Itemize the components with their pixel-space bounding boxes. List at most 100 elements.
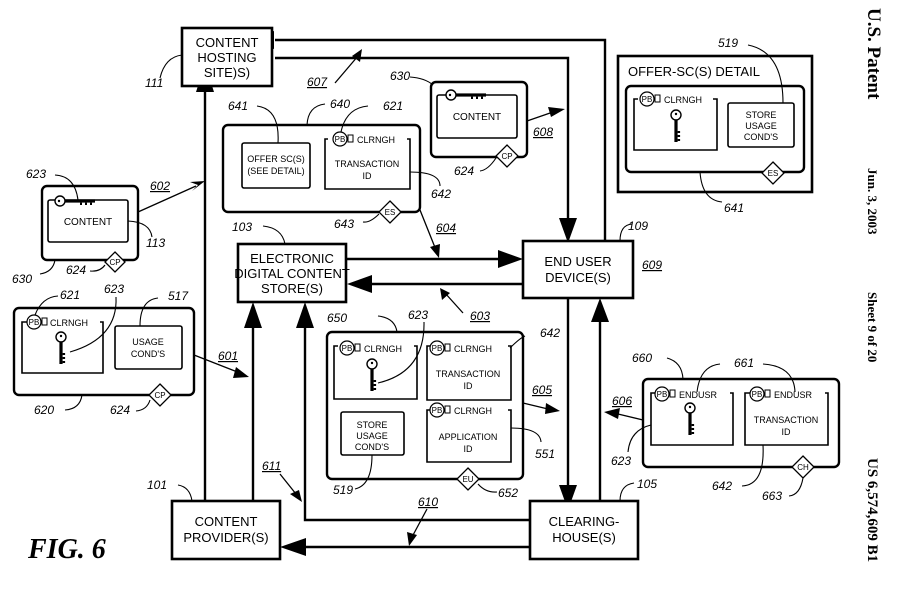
ref-663: 663 xyxy=(762,489,782,503)
leader-line xyxy=(127,220,153,238)
arrowhead xyxy=(591,298,609,322)
content-label: CONTENT xyxy=(453,112,501,123)
arrowhead xyxy=(559,485,577,510)
badge-label: CP xyxy=(154,391,165,400)
patent-label: U.S. Patent xyxy=(863,8,884,100)
arrowhead xyxy=(290,490,302,502)
ref-642: 642 xyxy=(540,326,560,340)
offer-label: (SEE DETAIL) xyxy=(247,166,304,176)
ref-620: 620 xyxy=(34,403,54,417)
ref-551: 551 xyxy=(535,447,555,461)
arrowhead xyxy=(244,302,262,328)
ref-624: 624 xyxy=(110,403,130,417)
ref-621: 621 xyxy=(383,99,403,113)
leader-line xyxy=(666,357,684,380)
end-user-container: PB CLRNGH PB CLRNGH TRANSACTION ID STORE… xyxy=(325,330,525,491)
ref-519: 519 xyxy=(718,36,738,50)
node-label: END USER xyxy=(544,254,611,269)
leader-line xyxy=(409,171,441,187)
eu-badge xyxy=(456,467,480,491)
node-label: DIGITAL CONTENT xyxy=(234,266,350,281)
ref-642: 642 xyxy=(431,187,451,201)
arrowhead xyxy=(280,538,306,556)
ref-630: 630 xyxy=(12,272,32,286)
pb-label: PB xyxy=(657,390,668,399)
node-label: DEVICE(S) xyxy=(545,270,611,285)
pb-seal-icon xyxy=(339,340,355,356)
ref-608: 608 xyxy=(533,125,553,139)
flow-ch-to-store xyxy=(303,325,530,522)
ref-623: 623 xyxy=(408,308,428,322)
pb-label: PB xyxy=(335,135,346,144)
leader-line xyxy=(747,44,784,104)
leader-line xyxy=(354,454,373,490)
cp-badge xyxy=(148,383,172,407)
leader-line xyxy=(377,315,398,333)
leader-line xyxy=(135,399,151,412)
figure-label: FIG. 6 xyxy=(27,534,106,565)
ref-606: 606 xyxy=(612,394,632,408)
ref-630: 630 xyxy=(390,69,410,83)
content-container-left: CONTENT CP xyxy=(40,184,140,273)
arrowhead xyxy=(545,403,560,414)
application-label: ID xyxy=(464,444,474,454)
es-badge xyxy=(761,161,785,185)
store-usage-label: COND'S xyxy=(355,442,389,452)
pb-label: PB xyxy=(432,406,443,415)
badge-label: CP xyxy=(109,258,120,267)
flow-603 xyxy=(444,292,464,314)
node-label: CLEARING- xyxy=(549,514,620,529)
node-label: CONTENT xyxy=(196,35,259,50)
leader-line xyxy=(619,223,633,242)
leader-line xyxy=(89,264,106,272)
ref-643: 643 xyxy=(334,217,354,231)
leader-line xyxy=(479,157,497,172)
owner-label: CLRNGH xyxy=(664,95,702,105)
pb-seal-icon xyxy=(749,386,765,402)
badge-label: ES xyxy=(385,208,396,217)
arrowhead xyxy=(430,244,440,258)
ref-641: 641 xyxy=(228,99,248,113)
cp-badge xyxy=(104,251,126,273)
pb-seal-icon xyxy=(26,314,42,330)
leader-line xyxy=(762,363,796,393)
arrowhead xyxy=(296,302,314,328)
leader-line xyxy=(627,424,652,453)
ref-623: 623 xyxy=(104,282,124,296)
node-label: HOUSE(S) xyxy=(552,530,616,545)
leader-line xyxy=(510,427,542,443)
leader-line xyxy=(139,297,159,327)
ref-661: 661 xyxy=(734,356,754,370)
content-container-top: CONTENT CP xyxy=(429,80,529,168)
leader-line xyxy=(159,54,183,79)
transaction-label: ID xyxy=(363,171,373,181)
owner-label: CLRNGH xyxy=(50,318,88,328)
ref-623: 623 xyxy=(611,454,631,468)
cp-badge xyxy=(495,144,519,168)
pb-label: PB xyxy=(342,344,353,353)
arrowhead xyxy=(347,275,372,293)
leader-line xyxy=(69,296,117,353)
leader-line xyxy=(377,321,425,384)
pb-seal-icon xyxy=(429,402,445,418)
pb-label: PB xyxy=(29,318,40,327)
flow-605 xyxy=(522,402,549,410)
badge-label: EU xyxy=(462,475,473,484)
pb-seal-icon xyxy=(332,131,348,147)
ref-519: 519 xyxy=(333,483,353,497)
ref-621: 621 xyxy=(60,288,80,302)
ref-650: 650 xyxy=(327,311,347,325)
flow-hosting-to-eud xyxy=(275,56,570,220)
owner-label: CLRNGH xyxy=(357,135,395,145)
pb-label: PB xyxy=(432,344,443,353)
leader-line xyxy=(34,295,59,316)
ref-602: 602 xyxy=(150,179,170,193)
transaction-label: TRANSACTION xyxy=(754,415,819,425)
usage-label: USAGE xyxy=(132,337,164,347)
store-usage-label: USAGE xyxy=(745,121,777,131)
ref-652: 652 xyxy=(498,486,518,500)
offer-container: OFFER SC(S) (SEE DETAIL) PB CLRNGH TRANS… xyxy=(221,123,422,224)
arrowhead xyxy=(440,288,450,300)
leader-line xyxy=(409,76,434,86)
ref-101: 101 xyxy=(147,478,167,492)
